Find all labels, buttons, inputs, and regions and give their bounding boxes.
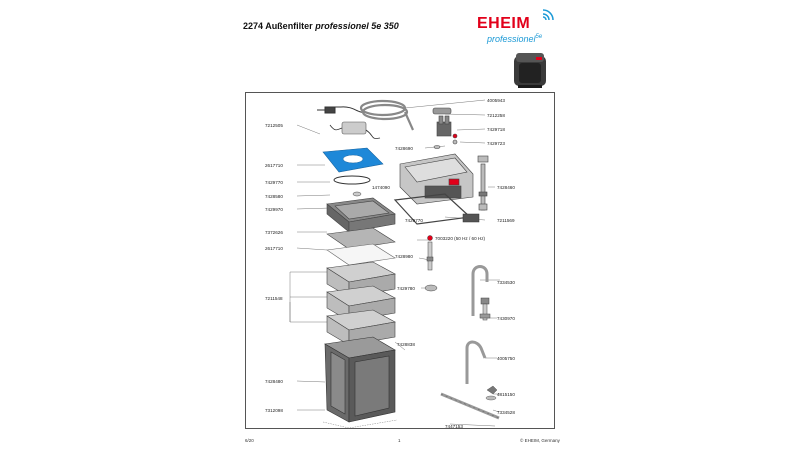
part-4005750: 4005750 [497, 356, 515, 361]
footer-copyright: © EHEIM, Germany [520, 438, 560, 443]
brand-name: EHEIM [477, 15, 531, 32]
part-7211569: 7211569 [497, 218, 515, 223]
part-7212258: 7212258 [487, 113, 505, 118]
product-photo [514, 53, 546, 88]
exploded-diagram: 4005943 7212258 7429718 7429723 7428690 … [265, 98, 515, 429]
part-1474090: 1474090 [372, 185, 390, 190]
eheim-logo: EHEIM professionel5e [455, 8, 565, 98]
part-7428838: 7428838 [397, 342, 415, 347]
footer-code: 6/20 [245, 438, 254, 443]
part-7429770-a: 7429770 [265, 180, 283, 185]
part-7003220: 7003220 (50 Hz / 60 Hz) [435, 236, 486, 241]
brand-sup-text: 5e [535, 34, 543, 40]
part-2617710-b: 2617710 [265, 246, 283, 251]
brand-sub-text: professionel [487, 34, 536, 44]
page-title: 2274 Außenfilter professionel 5e 350 [243, 21, 399, 31]
part-7429718: 7429718 [487, 127, 505, 132]
part-7429970: 7429970 [265, 207, 283, 212]
part-7428690: 7428690 [395, 146, 413, 151]
part-7430970: 7430970 [497, 316, 515, 321]
part-7212505: 7212505 [265, 123, 283, 128]
part-7211548: 7211548 [265, 296, 283, 301]
part-7428460: 7428460 [497, 185, 515, 190]
diagram-frame [245, 92, 555, 429]
part-7428480: 7428480 [265, 379, 283, 384]
part-7428980: 7428980 [395, 254, 413, 259]
title-number: 2274 Außenfilter [243, 21, 313, 31]
brand-subline: professionel5e [487, 34, 542, 44]
part-7447153: 7447153 [445, 424, 463, 429]
part-7312098: 7312098 [265, 408, 283, 413]
part-7372626: 7372626 [265, 230, 283, 235]
part-7428580: 7428580 [265, 194, 283, 199]
part-7334530: 7334530 [497, 280, 515, 285]
part-7429780: 7429780 [397, 286, 415, 291]
wave-icon [542, 9, 554, 21]
title-model: professionel 5e 350 [315, 21, 399, 31]
part-7429723: 7429723 [487, 141, 505, 146]
part-2617710-a: 2617710 [265, 163, 283, 168]
part-4815150: 4815150 [497, 392, 515, 397]
part-7429770-b: 7429770 [405, 218, 423, 223]
footer-page-number: 1 [398, 438, 401, 443]
part-7334528: 7334528 [497, 410, 515, 415]
part-4005943: 4005943 [487, 98, 505, 103]
